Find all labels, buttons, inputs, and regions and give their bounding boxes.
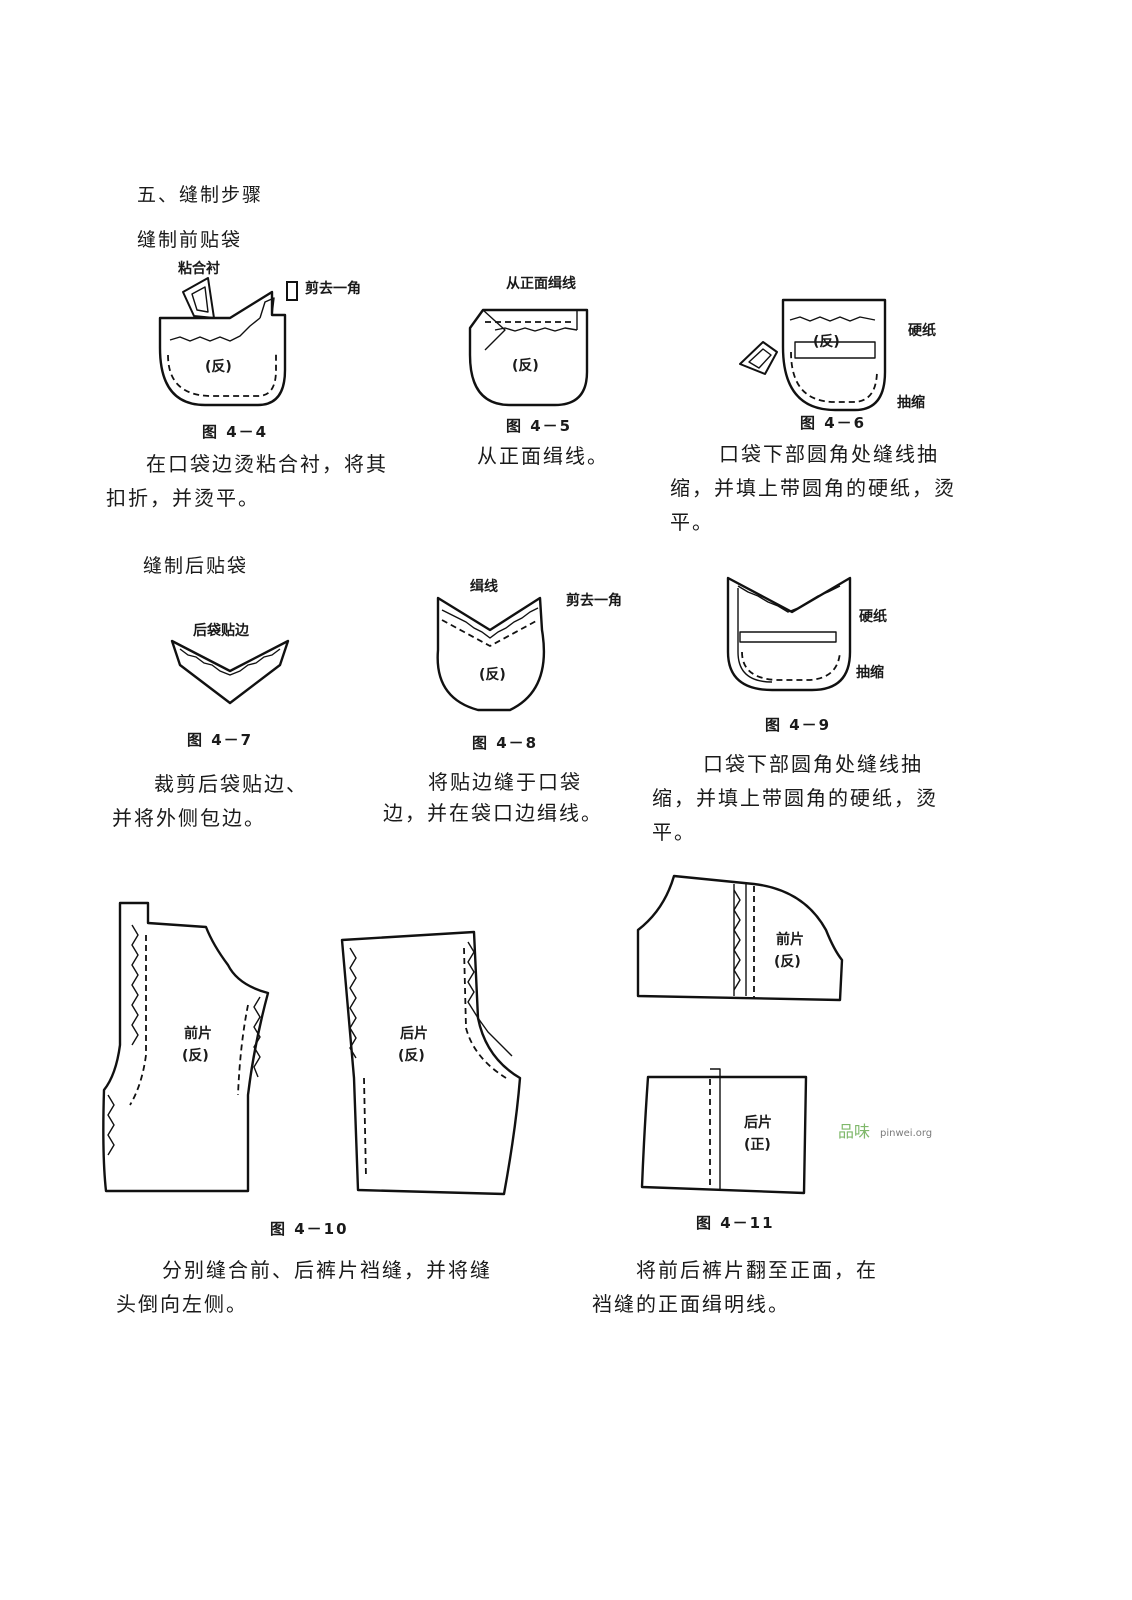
label-reverse: (反) xyxy=(813,334,840,350)
figure-4-10-back-panel-drawing xyxy=(340,930,522,1196)
figure-4-4-text-1: 在口袋边烫粘合衬，将其 xyxy=(146,452,388,476)
label-back-panel: 后片 xyxy=(400,1026,428,1042)
figure-4-4-drawing xyxy=(158,277,287,407)
section-title: 五、缝制步骤 xyxy=(137,184,264,206)
label-cut-corner: 剪去一角 xyxy=(566,593,622,609)
figure-4-10-front-panel-drawing xyxy=(102,901,270,1193)
label-back-panel-reverse: (反) xyxy=(398,1048,425,1064)
label-back-panel-right-side: (正) xyxy=(744,1137,771,1153)
figure-4-11-front-drawing xyxy=(636,874,844,1002)
label-back-pocket-facing: 后袋贴边 xyxy=(193,623,249,639)
figure-4-8-drawing xyxy=(436,596,546,712)
label-front-panel-reverse: (反) xyxy=(182,1048,209,1064)
front-pocket-heading: 缝制前贴袋 xyxy=(137,229,243,251)
label-gather: 抽缩 xyxy=(897,395,925,411)
figure-4-8-text-2: 边，并在袋口边缉线。 xyxy=(383,801,603,825)
figure-4-4-text-2: 扣折，并烫平。 xyxy=(106,486,260,510)
figure-4-8-text-1: 将贴边缝于口袋 xyxy=(428,770,582,794)
figure-4-4-caption: 图 4－4 xyxy=(202,423,269,441)
watermark-brand: 品味 xyxy=(838,1122,871,1141)
figure-4-10-caption: 图 4－10 xyxy=(270,1220,349,1238)
figure-4-9-text-1: 口袋下部圆角处缝线抽 xyxy=(703,752,923,776)
label-cardboard: 硬纸 xyxy=(859,609,887,625)
figure-4-10-text-1: 分别缝合前、后裤片裆缝，并将缝 xyxy=(162,1258,492,1282)
label-reverse: (反) xyxy=(512,358,539,374)
label-reverse: (反) xyxy=(205,359,232,375)
figure-4-8-caption: 图 4－8 xyxy=(472,734,539,752)
label-cut-corner: 剪去一角 xyxy=(305,281,361,297)
cut-corner-marker xyxy=(286,281,298,301)
figure-4-9-text-3: 平。 xyxy=(652,820,696,844)
figure-4-11-text-1: 将前后裤片翻至正面，在 xyxy=(636,1258,878,1282)
label-cardboard: 硬纸 xyxy=(908,323,936,339)
watermark-url: pinwei.org xyxy=(880,1128,933,1139)
figure-4-5-text-1: 从正面缉线。 xyxy=(477,444,609,468)
figure-4-10-text-2: 头倒向左侧。 xyxy=(116,1292,248,1316)
figure-4-6-drawing xyxy=(739,298,887,412)
label-front-panel-reverse: (反) xyxy=(774,954,801,970)
label-gather: 抽缩 xyxy=(856,665,884,681)
figure-4-9-drawing xyxy=(726,576,852,692)
back-pocket-heading: 缝制后贴袋 xyxy=(143,555,249,577)
label-back-panel: 后片 xyxy=(744,1115,772,1131)
figure-4-11-back-drawing xyxy=(640,1068,808,1195)
figure-4-6-caption: 图 4－6 xyxy=(800,414,867,432)
label-interfacing: 粘合衬 xyxy=(178,261,220,277)
figure-4-5-caption: 图 4－5 xyxy=(506,417,573,435)
label-topstitch: 缉线 xyxy=(470,579,498,595)
figure-4-11-caption: 图 4－11 xyxy=(696,1214,775,1232)
figure-4-7-text-1: 裁剪后袋贴边、 xyxy=(154,772,308,796)
figure-4-5-drawing xyxy=(468,308,589,407)
label-reverse: (反) xyxy=(479,667,506,683)
figure-4-11-text-2: 裆缝的正面缉明线。 xyxy=(592,1292,790,1316)
figure-4-7-text-2: 并将外侧包边。 xyxy=(112,806,266,830)
figure-4-9-caption: 图 4－9 xyxy=(765,716,832,734)
figure-4-6-text-3: 平。 xyxy=(670,510,714,534)
figure-4-6-text-1: 口袋下部圆角处缝线抽 xyxy=(719,442,939,466)
figure-4-7-caption: 图 4－7 xyxy=(187,731,254,749)
figure-4-6-text-2: 缩，并填上带圆角的硬纸，烫 xyxy=(670,476,956,500)
figure-4-9-text-2: 缩，并填上带圆角的硬纸，烫 xyxy=(652,786,938,810)
label-topstitch-from-front: 从正面缉线 xyxy=(506,276,576,292)
label-front-panel: 前片 xyxy=(184,1026,212,1042)
label-front-panel: 前片 xyxy=(776,932,804,948)
figure-4-7-drawing xyxy=(170,639,290,705)
